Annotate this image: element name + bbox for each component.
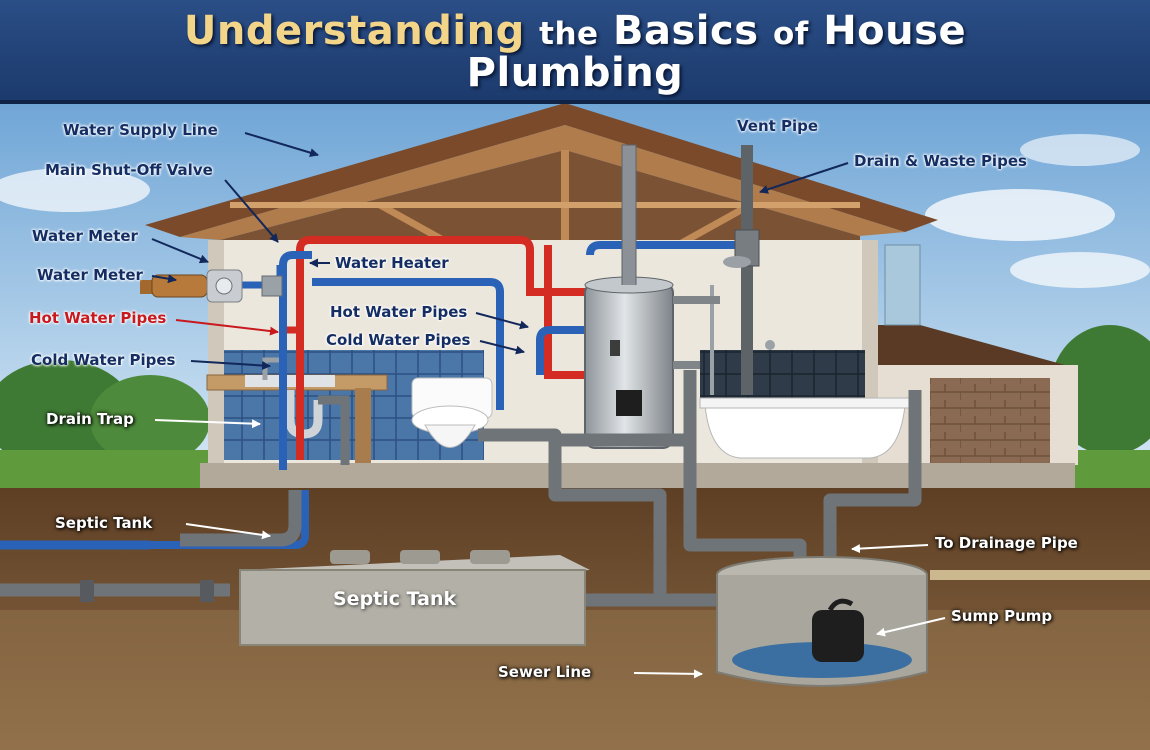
label-septic-tank-left: Septic Tank xyxy=(55,514,153,532)
title-word-house: House xyxy=(823,8,967,54)
title-word-of: of xyxy=(772,16,809,52)
label-hot-water-pipes-center: Hot Water Pipes xyxy=(330,303,468,321)
label-main-shutoff-valve: Main Shut-Off Valve xyxy=(45,161,213,179)
label-sump-pump: Sump Pump xyxy=(951,607,1053,625)
label-water-meter-2: Water Meter xyxy=(37,266,143,284)
title-accent-word: Understanding xyxy=(183,8,525,54)
label-to-drainage-pipe: To Drainage Pipe xyxy=(935,534,1078,552)
label-hot-water-pipes-left: Hot Water Pipes xyxy=(29,309,167,327)
title-line-1: Understanding the Basics of House xyxy=(0,8,1150,54)
title-word-basics: Basics xyxy=(613,8,759,54)
label-drain-waste-pipes: Drain & Waste Pipes xyxy=(854,152,1027,170)
label-cold-water-pipes-center: Cold Water Pipes xyxy=(326,331,471,349)
label-water-heater: Water Heater xyxy=(335,254,449,272)
title-banner: Understanding the Basics of House Plumbi… xyxy=(0,0,1150,104)
label-water-meter-1: Water Meter xyxy=(32,227,138,245)
title-word-the: the xyxy=(539,16,599,52)
label-water-supply-line: Water Supply Line xyxy=(63,121,218,139)
label-cold-water-pipes-left: Cold Water Pipes xyxy=(31,351,176,369)
label-septic-tank-body: Septic Tank xyxy=(333,588,457,610)
title-line-2: Plumbing xyxy=(466,50,684,96)
label-sewer-line: Sewer Line xyxy=(498,663,592,681)
label-vent-pipe: Vent Pipe xyxy=(737,117,819,135)
label-drain-trap: Drain Trap xyxy=(46,410,134,428)
